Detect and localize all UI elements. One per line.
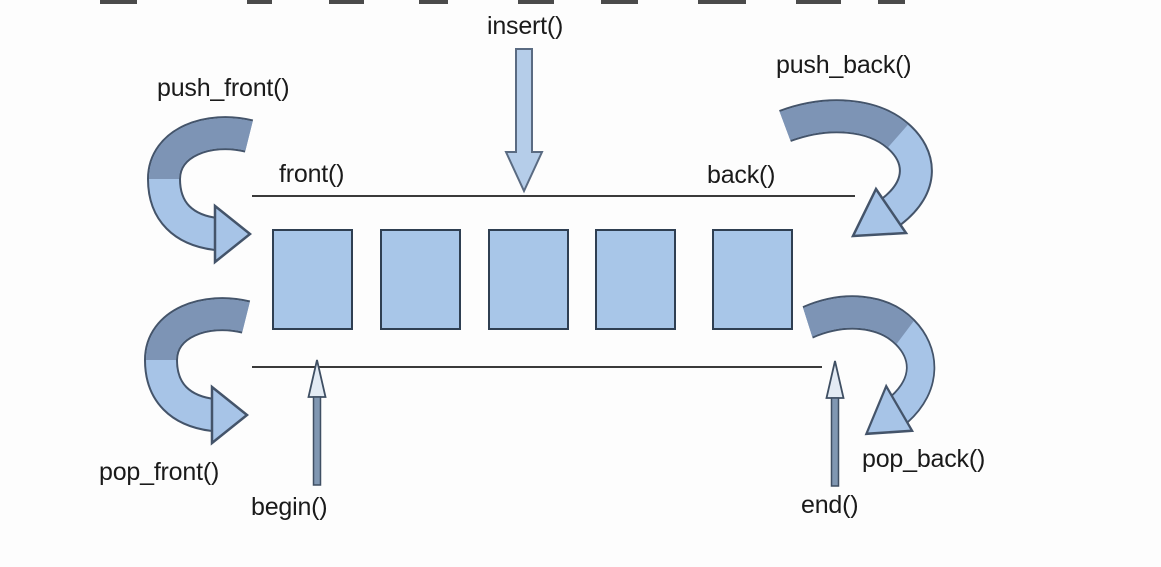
deque-cell <box>488 229 569 330</box>
begin-arrow <box>307 359 327 486</box>
label-back: back() <box>707 161 776 189</box>
insert-arrow <box>504 48 544 194</box>
deque-cell <box>380 229 461 330</box>
label-end: end() <box>801 491 859 519</box>
crop-artifact-mark <box>698 0 746 4</box>
deque-cell <box>712 229 793 330</box>
label-push-back: push_back() <box>776 51 912 79</box>
label-pop-front: pop_front() <box>99 458 220 486</box>
label-push-front: push_front() <box>157 74 290 102</box>
crop-artifact-mark <box>247 0 272 4</box>
label-insert: insert() <box>487 12 564 40</box>
label-begin: begin() <box>251 493 328 521</box>
crop-artifact-mark <box>419 0 448 4</box>
end-arrow <box>825 360 845 487</box>
push-front-arrow <box>146 116 254 265</box>
crop-artifact-mark <box>796 0 841 4</box>
crop-artifact-mark <box>518 0 554 4</box>
deque-cell <box>595 229 676 330</box>
crop-artifact-mark <box>329 0 364 4</box>
label-pop-back: pop_back() <box>862 445 986 473</box>
label-front: front() <box>279 160 345 188</box>
crop-artifact-mark <box>878 0 905 4</box>
deque-top-rail <box>252 195 855 197</box>
deque-bottom-rail <box>252 366 822 368</box>
pop-front-arrow <box>143 297 251 446</box>
crop-artifact-mark <box>100 0 137 4</box>
push-back-arrow <box>779 99 933 238</box>
pop-back-arrow <box>802 295 936 436</box>
crop-artifact-mark <box>601 0 638 4</box>
deque-cell <box>272 229 353 330</box>
